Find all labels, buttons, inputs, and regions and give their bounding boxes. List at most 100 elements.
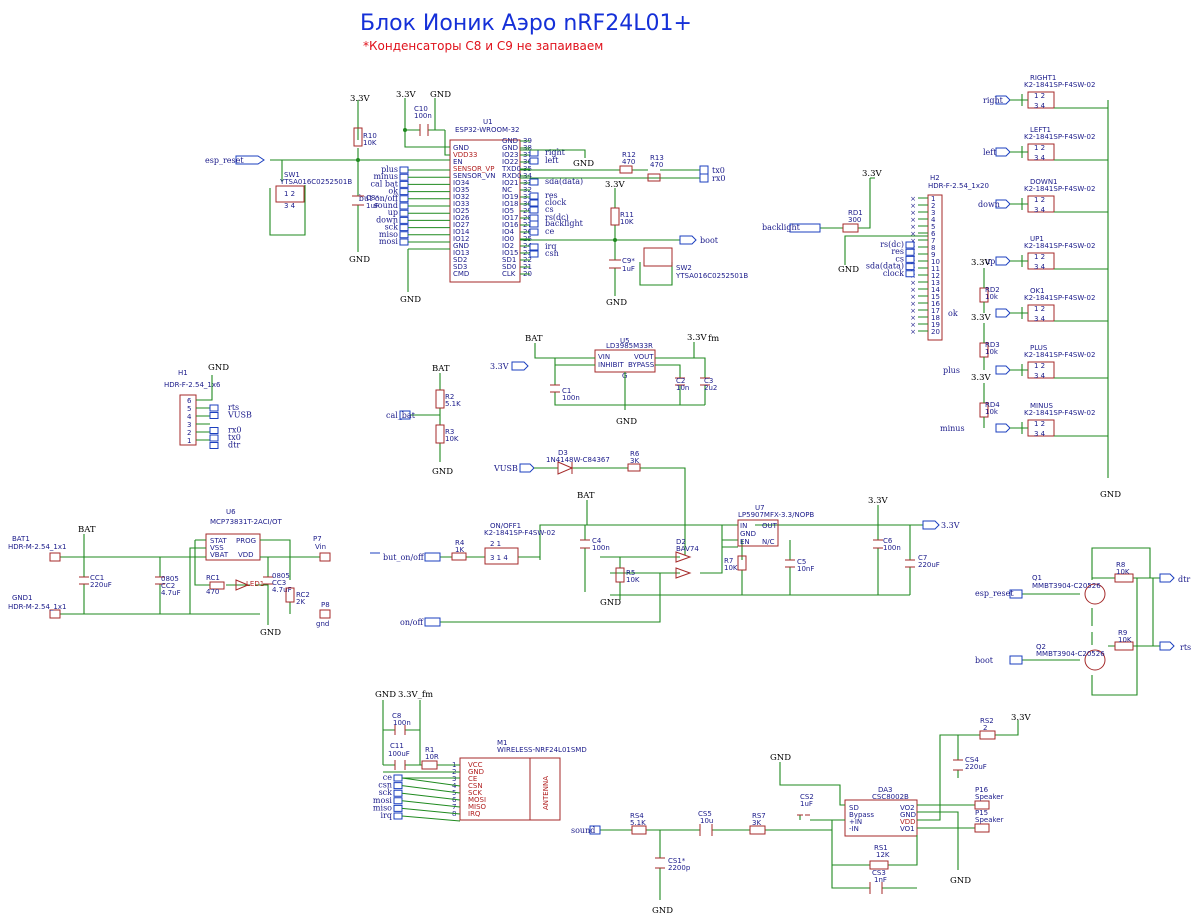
u1-left-pin: IO32	[453, 193, 469, 201]
svg-text:R8: R8	[1116, 561, 1125, 569]
svg-text:C11: C11	[390, 742, 404, 750]
svg-text:CSC8002B: CSC8002B	[872, 793, 909, 801]
svg-text:1 2: 1 2	[284, 190, 295, 198]
u1-left-pins: GNDVDD33ENSENSOR_VPSENSOR_VNIO34IO35IO32…	[453, 144, 495, 278]
sw1-part: YTSA016C0252501B	[279, 178, 352, 186]
svg-text:+IN: +IN	[849, 818, 862, 826]
svg-text:boot: boot	[700, 236, 719, 245]
svg-text:SD: SD	[849, 804, 859, 812]
u1-right-pin: IO21	[502, 179, 518, 187]
svg-text:×: ×	[910, 216, 916, 224]
svg-text:10R: 10R	[425, 753, 439, 761]
pullup-ref: RD4	[985, 401, 1000, 409]
svg-text:HDR-M-2.54_1x1: HDR-M-2.54_1x1	[8, 603, 66, 611]
svg-text:WIRELESS-NRF24L01SMD: WIRELESS-NRF24L01SMD	[497, 746, 587, 754]
net-label-esp-reset: esp_reset	[205, 155, 265, 165]
svg-text:3 4: 3 4	[284, 202, 296, 210]
svg-text:2: 2	[983, 724, 987, 732]
svg-text:GND: GND	[900, 811, 916, 819]
svg-text:STAT: STAT	[210, 537, 227, 545]
sw1-ref: SW1	[284, 171, 300, 179]
page-title: Блок Ионик Аэро nRF24L01+	[360, 11, 692, 36]
u1-left-net-label: up	[388, 208, 398, 217]
svg-text:×: ×	[910, 321, 916, 329]
svg-text:INHIBIT: INHIBIT	[598, 361, 624, 369]
button-part: K2-1841SP-F4SW-02	[1024, 409, 1095, 417]
r11-value: 10K	[620, 218, 634, 226]
net-label-sound: sound	[571, 826, 595, 835]
svg-text:C3: C3	[704, 377, 713, 385]
h2-net-label: rs(dc)	[880, 240, 904, 249]
net-label-right: right	[983, 96, 1004, 105]
m1-pin: CSN	[468, 782, 483, 790]
svg-text:BAT: BAT	[525, 334, 543, 344]
svg-text:Speaker: Speaker	[975, 793, 1004, 801]
svg-text:10u: 10u	[700, 817, 713, 825]
svg-text:×: ×	[910, 293, 916, 301]
u1-right-pin: IO2	[502, 242, 514, 250]
h1-net-label: rx0	[228, 426, 241, 435]
h1-net-label: rts	[228, 403, 239, 412]
svg-text:CS5: CS5	[698, 810, 712, 818]
svg-text:100n: 100n	[562, 394, 580, 402]
svg-text:3 4: 3 4	[1034, 154, 1046, 162]
svg-text:RD1: RD1	[848, 209, 863, 217]
h2-pin-number: 5	[931, 223, 935, 231]
svg-text:1K: 1K	[455, 546, 464, 554]
svg-text:300: 300	[848, 216, 861, 224]
svg-text:R1: R1	[425, 746, 434, 754]
button-part: K2-1841SP-F4SW-02	[1024, 185, 1095, 193]
sw2-ref: SW2	[676, 264, 692, 272]
svg-text:5: 5	[452, 789, 456, 797]
svg-text:3.3V: 3.3V	[971, 313, 992, 323]
u1-left-pin: EN	[453, 158, 463, 166]
svg-text:U5: U5	[620, 337, 630, 345]
svg-text:U7: U7	[755, 504, 765, 512]
svg-text:R3: R3	[445, 428, 454, 436]
svg-text:5.1K: 5.1K	[630, 819, 646, 827]
u1-left-net-label: sound	[374, 201, 398, 210]
u1-left-pin: IO27	[453, 221, 469, 229]
net-label-3v3: 3.3V	[490, 361, 529, 371]
u1-right-pin: IO5	[502, 207, 514, 215]
u1-right-pin: SD0	[502, 263, 516, 271]
power-3v3: 3.3V	[396, 90, 417, 100]
net-label-plus: plus	[943, 366, 960, 375]
r13-value: 470	[650, 161, 663, 169]
net-label-up: up	[985, 257, 995, 266]
svg-text:BYPASS: BYPASS	[628, 361, 655, 369]
u1-right-net-label: left	[545, 156, 559, 165]
u1-left-pin: IO25	[453, 207, 469, 215]
u1-left-pin: SENSOR_VP	[453, 165, 494, 173]
svg-text:RS2: RS2	[980, 717, 994, 725]
pullup-value: 10k	[985, 293, 999, 301]
svg-text:10K: 10K	[724, 564, 738, 572]
svg-text:3.3V: 3.3V	[971, 258, 992, 268]
svg-text:6: 6	[187, 397, 192, 405]
svg-text:3 4: 3 4	[1034, 102, 1046, 110]
net-label-vusb: VUSB	[493, 464, 518, 473]
svg-text:H1: H1	[178, 369, 188, 377]
svg-text:R6: R6	[630, 450, 640, 458]
svg-text:C8: C8	[392, 712, 401, 720]
u1-right-pin: IO4	[502, 228, 515, 236]
svg-text:C4: C4	[592, 537, 602, 545]
u1-right-net-label: irq	[545, 242, 557, 251]
h2-pin-number: 10	[931, 258, 940, 266]
u1-right-pin: CLK	[502, 270, 516, 278]
svg-text:×: ×	[910, 230, 916, 238]
m1-net-label: irq	[380, 811, 392, 820]
m1-pin: IRQ	[468, 810, 481, 818]
svg-text:GND: GND	[616, 417, 637, 427]
svg-text:RS1: RS1	[874, 844, 888, 852]
svg-text:BAT1: BAT1	[12, 535, 30, 543]
u1-right-pin: IO22	[502, 158, 518, 166]
h2-pin-number: 9	[931, 251, 935, 259]
svg-text:R7: R7	[724, 557, 733, 565]
h1-net-label: tx0	[228, 433, 241, 442]
header-h1: H1 HDR-F-2.54_1x6 654 321 GND rtsVUSBrx0…	[164, 363, 252, 450]
h1-net-label: VUSB	[227, 411, 252, 420]
